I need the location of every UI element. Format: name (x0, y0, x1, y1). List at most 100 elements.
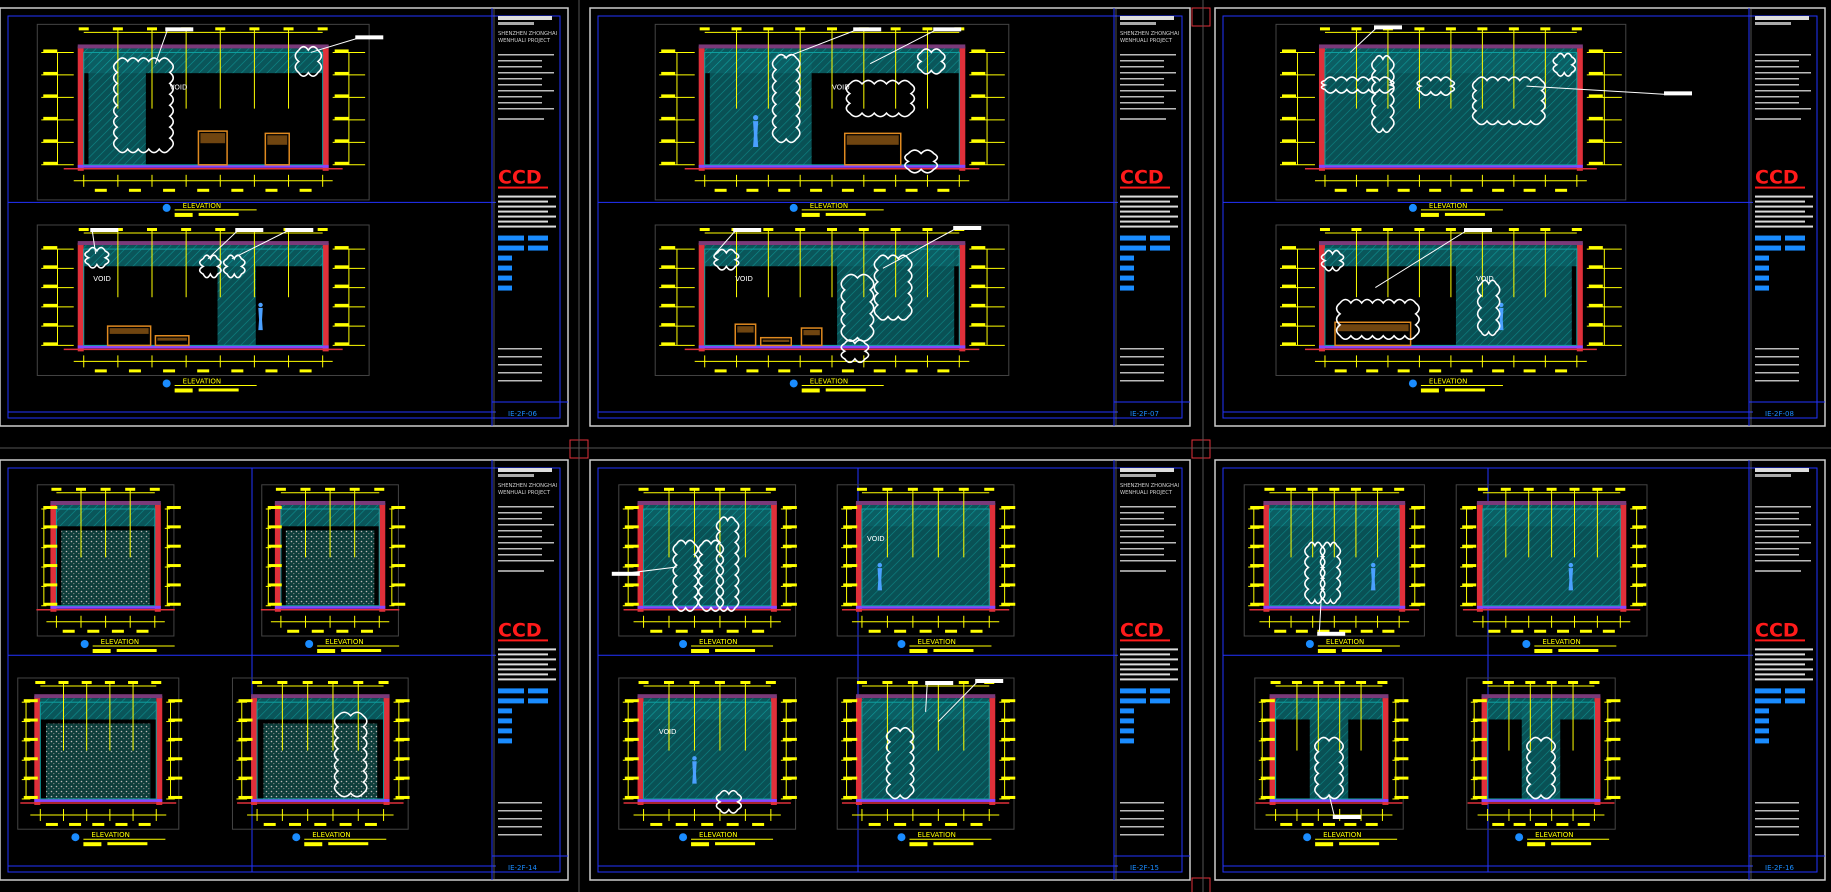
view-number-bubble (897, 640, 906, 648)
view-title: ELEVATION (699, 831, 737, 839)
elevation-view[interactable]: ELEVATION (231, 677, 410, 847)
view-title: ELEVATION (917, 638, 955, 646)
revision-cloud[interactable] (1416, 76, 1456, 97)
project-name: WENHUALI PROJECT (498, 490, 551, 496)
sheet-number: IE-2F-08 (1765, 410, 1794, 418)
elevation-view[interactable]: ELEVATION (1455, 484, 1648, 653)
elevation-view[interactable]: ELEVATION (836, 677, 1016, 847)
revision-cloud[interactable] (222, 254, 246, 279)
revision-cloud[interactable] (84, 246, 110, 269)
view-title: ELEVATION (101, 638, 139, 646)
elevation-view[interactable]: ELEVATION (260, 484, 406, 653)
revision-cloud[interactable] (112, 57, 175, 154)
ccd-logo: CCD (1755, 619, 1799, 641)
revision-cloud[interactable] (916, 48, 946, 75)
revision-cloud[interactable] (1526, 736, 1556, 800)
view-title: ELEVATION (183, 377, 221, 385)
revision-cloud[interactable] (713, 248, 740, 271)
drawing-sheet[interactable]: ELEVATION ELEVATION ELEVATION ELEVATION SHEN… (0, 459, 569, 881)
furniture-block (106, 325, 152, 347)
revision-cloud[interactable] (771, 53, 801, 144)
revision-cloud[interactable] (885, 726, 915, 800)
view-number-bubble (80, 640, 89, 648)
elevation-view[interactable]: VOID ELEVATION (36, 224, 370, 393)
elevation-view[interactable]: ELEVATION (1254, 677, 1409, 847)
void-note: VOID (867, 535, 885, 543)
elevation-view[interactable]: ELEVATION (1275, 23, 1692, 217)
revision-cloud[interactable] (1476, 279, 1501, 337)
furniture-block (800, 327, 823, 347)
revision-cloud[interactable] (840, 339, 870, 364)
sheet-border (0, 7, 569, 427)
revision-cloud[interactable] (1371, 54, 1395, 134)
revision-cloud[interactable] (1471, 76, 1546, 126)
ccd-logo: CCD (1755, 167, 1799, 189)
company-name: SHENZHEN ZHONGHAI (1120, 483, 1180, 489)
view-number-bubble (71, 833, 80, 842)
elevation-view[interactable]: ELEVATION (17, 677, 183, 847)
revision-cloud[interactable] (198, 254, 222, 279)
drawing-sheet[interactable]: ELEVATION ELEVATION ELEVATION ELEVATION CCDI… (1214, 459, 1826, 881)
revision-cloud[interactable] (1335, 298, 1420, 341)
revision-cloud[interactable] (294, 45, 323, 77)
view-number-bubble (789, 379, 798, 388)
sheet-border (589, 459, 1191, 881)
elevation-view[interactable]: VOID ELEVATION (836, 484, 1016, 653)
company-name: SHENZHEN ZHONGHAI (498, 483, 558, 489)
elevation-view[interactable]: ELEVATION (1243, 484, 1426, 653)
revision-cloud[interactable] (1314, 736, 1344, 800)
view-title: ELEVATION (1535, 831, 1573, 839)
view-number-bubble (789, 203, 798, 212)
elevation-view[interactable]: ELEVATION (611, 484, 797, 653)
elevation-view[interactable]: ELEVATION (36, 484, 181, 653)
sheet-number: IE-2F-06 (508, 410, 537, 418)
view-title: ELEVATION (183, 202, 221, 210)
revision-cloud[interactable] (845, 79, 916, 118)
revision-cloud[interactable] (1320, 76, 1395, 94)
sheet-frame (597, 467, 1183, 873)
registration-mark (1191, 877, 1211, 892)
sheet-frame (7, 467, 561, 873)
view-number-bubble (1408, 203, 1417, 212)
furniture-block (734, 323, 757, 347)
revision-cloud[interactable] (715, 789, 743, 814)
view-title: ELEVATION (325, 638, 363, 646)
revision-cloud[interactable] (904, 149, 939, 174)
revision-cloud[interactable] (672, 539, 699, 612)
furniture-block (197, 130, 228, 166)
sheet-frame (1222, 15, 1818, 419)
elevation-view[interactable]: VOID ELEVATION (654, 224, 1010, 393)
revision-cloud[interactable] (1320, 249, 1345, 272)
revision-cloud[interactable] (333, 711, 368, 798)
revision-cloud[interactable] (840, 273, 875, 342)
void-note: VOID (1476, 275, 1494, 283)
view-number-bubble (679, 640, 688, 648)
project-name: WENHUALI PROJECT (498, 38, 551, 44)
revision-cloud[interactable] (1319, 541, 1342, 605)
registration-mark (1191, 439, 1211, 459)
void-note: VOID (735, 275, 753, 283)
revision-cloud[interactable] (1552, 52, 1577, 77)
void-note: VOID (832, 84, 850, 92)
view-number-bubble (1305, 640, 1314, 648)
elevation-view[interactable]: ELEVATION (1466, 677, 1621, 847)
view-title: ELEVATION (312, 831, 350, 839)
void-note: VOID (93, 275, 111, 283)
view-title: ELEVATION (810, 377, 848, 385)
furniture-block (759, 336, 793, 347)
revision-cloud[interactable] (715, 516, 740, 612)
ccd-logo: CCD (498, 167, 542, 189)
view-title: ELEVATION (1326, 638, 1364, 646)
